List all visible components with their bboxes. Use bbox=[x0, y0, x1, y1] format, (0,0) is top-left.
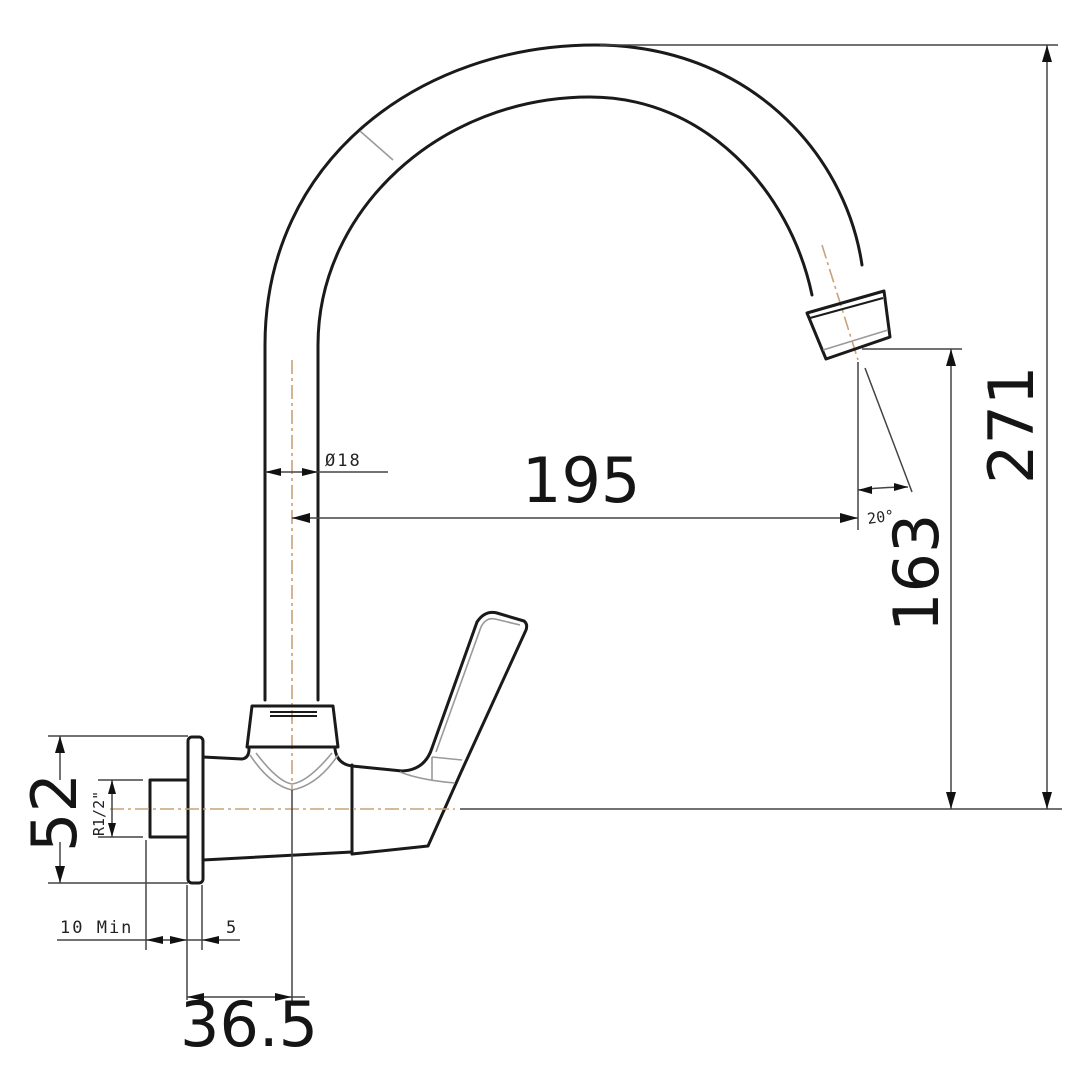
aerator bbox=[805, 289, 892, 361]
dim-spout-angle: 20° bbox=[857, 367, 913, 528]
total-height-label: 271 bbox=[975, 366, 1048, 484]
dim-thread-length: 10 Min 5 bbox=[57, 840, 240, 1000]
dim-flange-diameter: 52 bbox=[18, 735, 188, 884]
spout-reach-label: 195 bbox=[522, 444, 640, 517]
spout bbox=[263, 43, 864, 790]
spout-seam-line bbox=[359, 130, 394, 161]
dim-spout-reach: 195 bbox=[292, 362, 859, 530]
outlet-height-label: 163 bbox=[880, 514, 953, 632]
flange-thickness-label: 5 bbox=[226, 918, 238, 938]
body-offset-label: 36.5 bbox=[180, 988, 318, 1061]
lever-handle bbox=[430, 610, 529, 772]
spout-angle-label: 20° bbox=[866, 506, 895, 528]
threaded-connector bbox=[148, 778, 190, 839]
flange-diameter-label: 52 bbox=[18, 773, 91, 852]
thread-length-min-label: 10 Min bbox=[60, 918, 133, 938]
dim-pipe-diameter: Ø18 bbox=[265, 451, 388, 476]
dim-body-offset: 36.5 bbox=[180, 790, 318, 1061]
valve-body bbox=[201, 746, 464, 862]
dim-total-height: 271 bbox=[600, 44, 1058, 809]
wall-flange bbox=[186, 735, 205, 885]
dim-thread-size: R1/2" bbox=[90, 779, 143, 838]
swivel-collar bbox=[245, 704, 340, 749]
pipe-diameter-label: Ø18 bbox=[325, 451, 362, 471]
thread-size-label: R1/2" bbox=[90, 791, 108, 836]
dim-outlet-height: 163 bbox=[862, 348, 962, 809]
